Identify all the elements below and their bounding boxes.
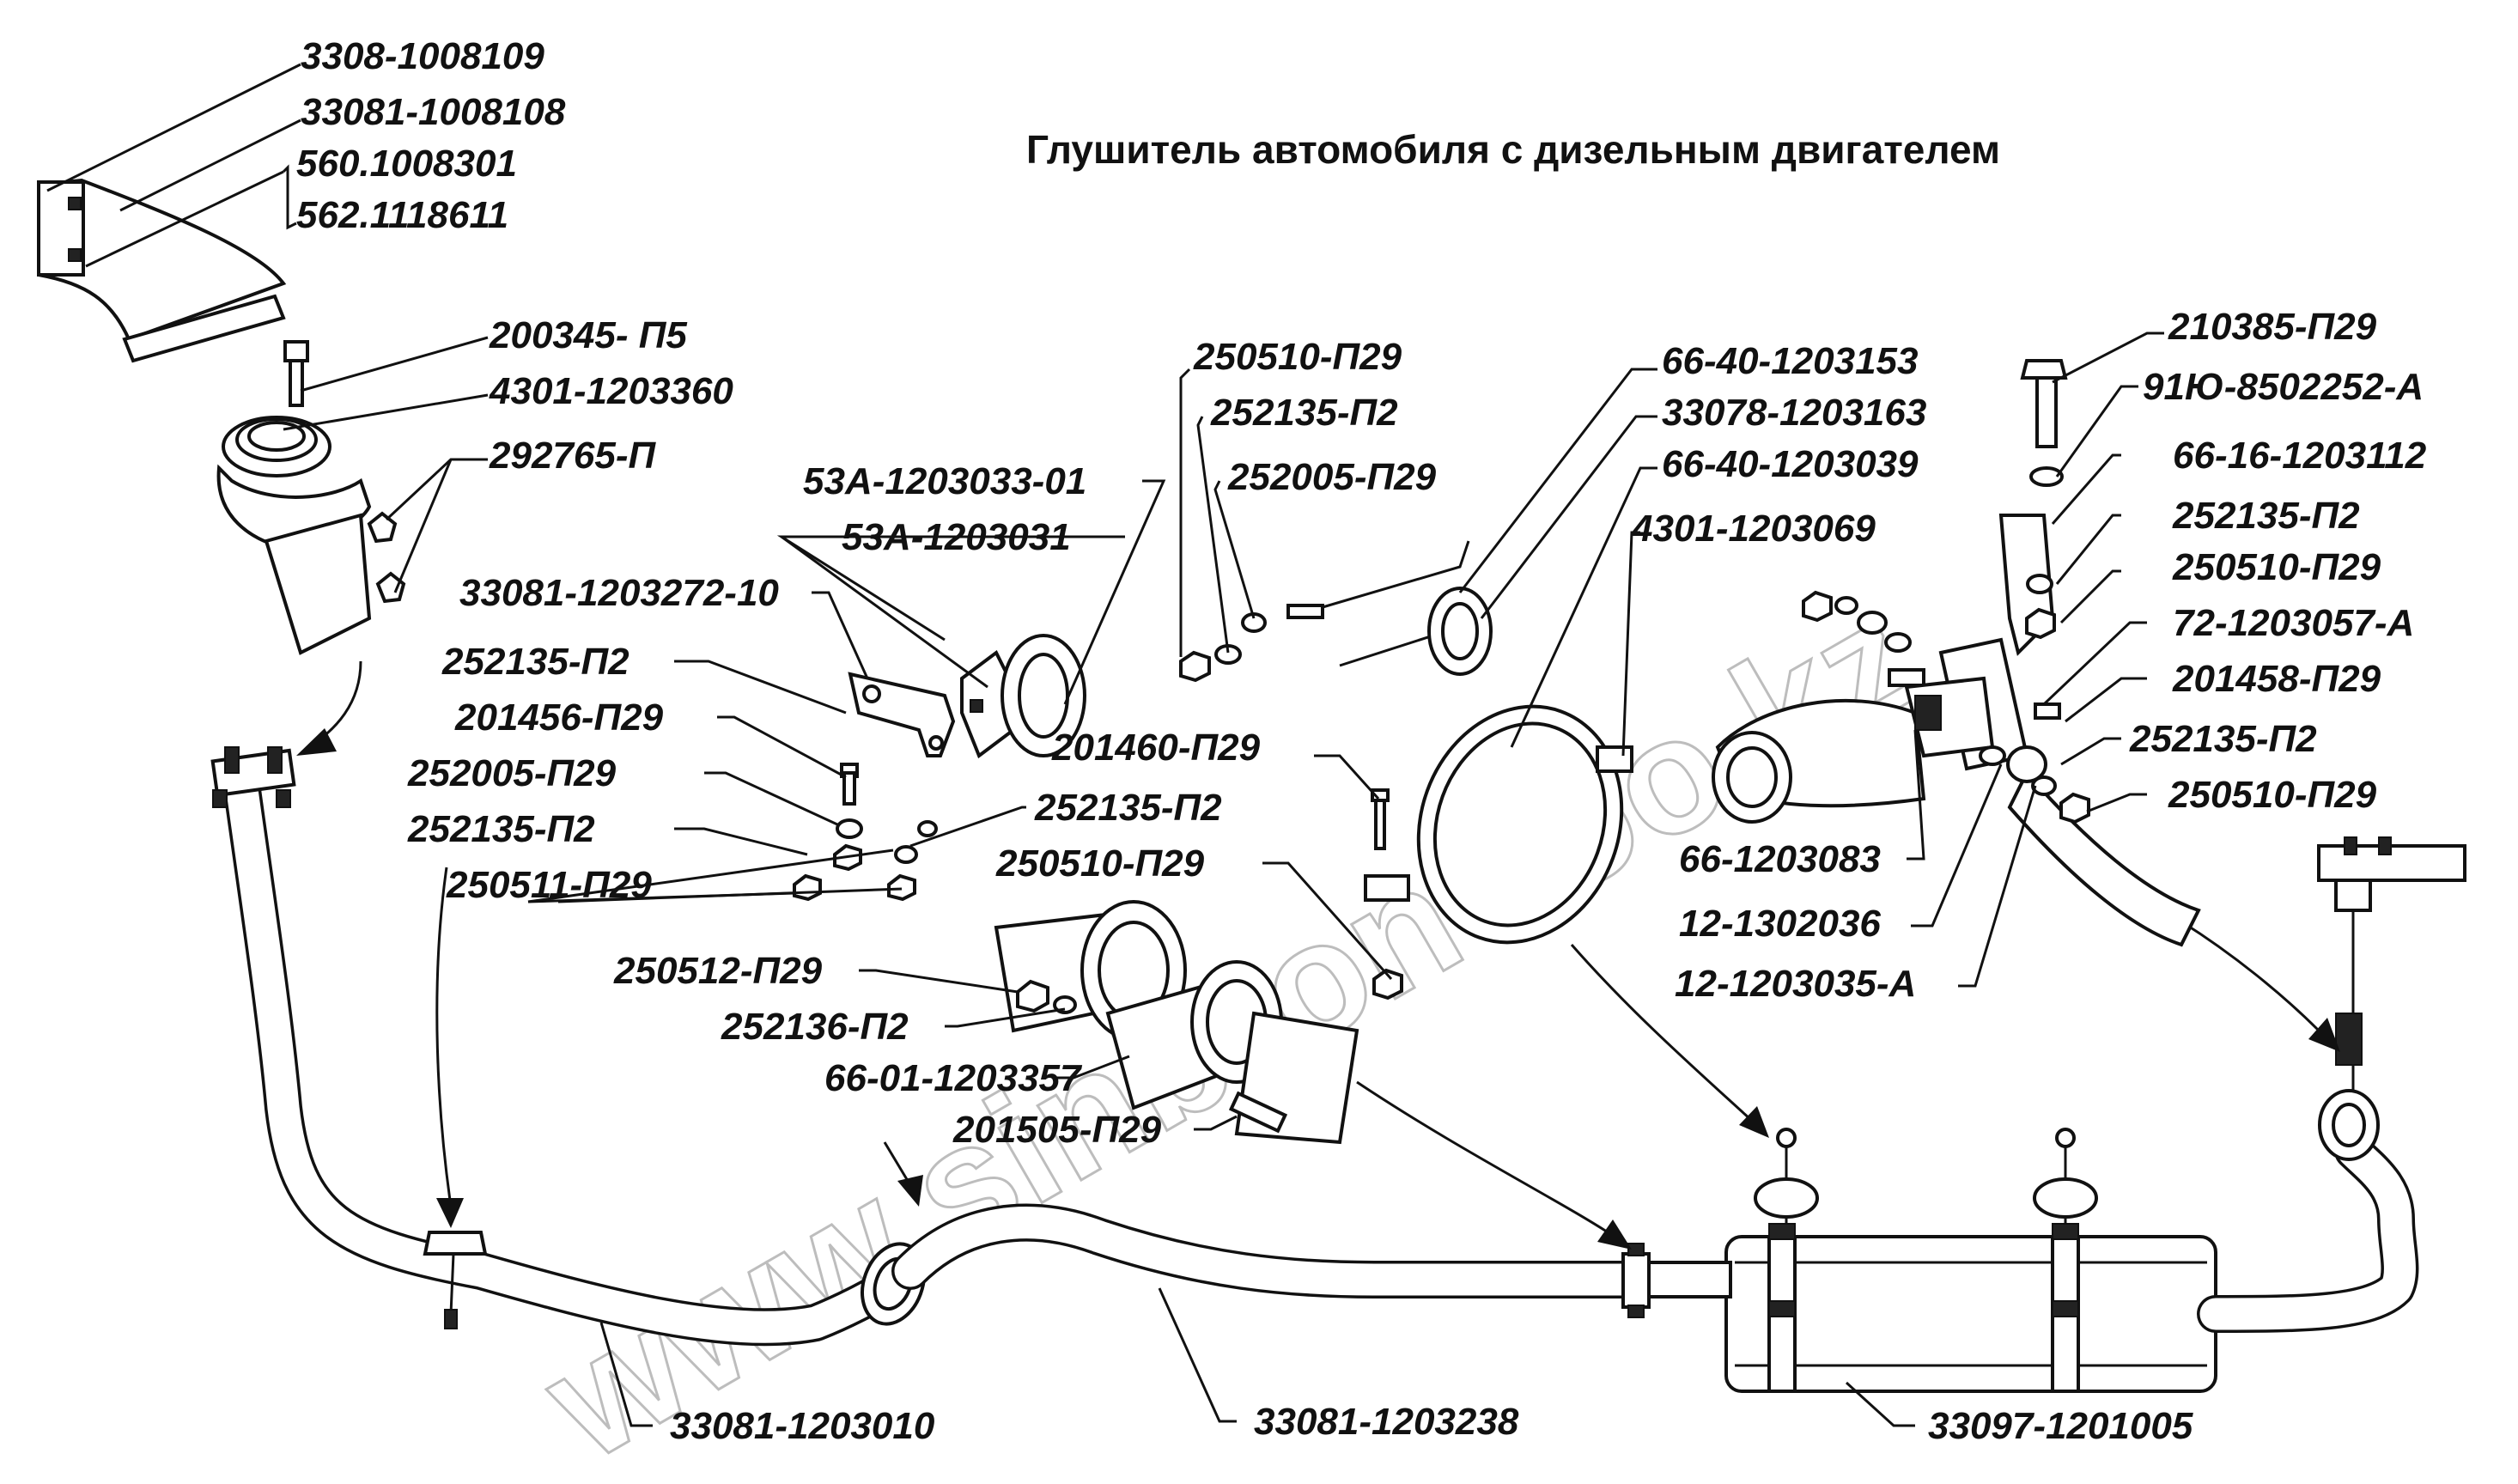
part-label: 33078-1203163 xyxy=(1662,392,1926,434)
part-label: 250512-П29 xyxy=(613,950,823,992)
part-label: 33081-1203010 xyxy=(670,1405,935,1447)
manifold-fragment xyxy=(37,178,287,363)
part-label: 33081-1203238 xyxy=(1254,1401,1519,1443)
hardware-stack-left xyxy=(793,763,938,902)
part-label: 201505-П29 xyxy=(952,1109,1162,1151)
part-label: 66-40-1203039 xyxy=(1662,443,1919,485)
part-label: 562.1118611 xyxy=(296,194,508,236)
part-label: 560.1008301 xyxy=(296,143,517,185)
part-label: 252135-П2 xyxy=(407,808,595,850)
part-label: 250510-П29 xyxy=(2168,774,2377,816)
muffler xyxy=(1647,836,2466,1393)
part-label: 4301-1203069 xyxy=(1631,508,1876,550)
part-label: 252135-П2 xyxy=(2172,495,2360,537)
part-labels: 3308-1008109 33081-1008108 560.1008301 5… xyxy=(296,35,2427,1447)
part-label: 3308-1008109 xyxy=(301,35,544,77)
part-label: 4301-1203360 xyxy=(489,370,733,412)
part-label: 66-01-1203357 xyxy=(824,1057,1083,1099)
diagram-title: Глушитель автомобиля с дизельным двигате… xyxy=(1026,127,2000,172)
part-label: 66-16-1203112 xyxy=(2173,435,2427,477)
rear-bracket-assembly xyxy=(1712,359,2201,947)
part-label: 252135-П2 xyxy=(1034,787,1222,829)
part-label: 201460-П29 xyxy=(1051,727,1261,769)
part-label: 33097-1201005 xyxy=(1928,1405,2193,1447)
part-label: 201458-П29 xyxy=(2172,658,2381,700)
part-label: 292765-П xyxy=(489,435,656,477)
intermediate-pipe xyxy=(891,1203,1651,1318)
part-label: 200345- П5 xyxy=(489,314,687,356)
part-label: 12-1203035-А xyxy=(1675,963,1916,1005)
bracket-53a xyxy=(848,634,1086,759)
flange-connection xyxy=(994,900,1359,1145)
part-label: 252135-П2 xyxy=(441,641,630,683)
exhaust-flange-assembly xyxy=(216,340,406,655)
part-label: 250510-П29 xyxy=(995,842,1205,885)
part-label: 252136-П2 xyxy=(721,1006,909,1048)
part-label: 252005-П29 xyxy=(1227,456,1437,498)
part-label: 53А-1203031 xyxy=(842,516,1071,558)
part-label: 210385-П29 xyxy=(2168,306,2377,348)
part-label: 252135-П2 xyxy=(2129,718,2317,760)
part-label: 250511-П29 xyxy=(446,864,652,906)
part-label: 91Ю-8502252-А xyxy=(2143,366,2424,408)
part-label: 66-40-1203153 xyxy=(1662,340,1918,382)
part-label: 250510-П29 xyxy=(2172,546,2381,588)
muffler-clamp xyxy=(1179,540,1633,1000)
leader-lines xyxy=(46,63,2164,1427)
part-label: 66-1203083 xyxy=(1679,838,1881,880)
part-label: 201456-П29 xyxy=(454,696,664,739)
part-label: 72-1203057-А xyxy=(2173,602,2414,644)
part-label: 53А-1203033-01 xyxy=(803,460,1086,502)
front-pipe xyxy=(210,746,926,1347)
part-label: 250510-П29 xyxy=(1193,336,1402,378)
part-label: 252135-П2 xyxy=(1210,392,1398,434)
part-label: 33081-1008108 xyxy=(301,91,566,133)
part-label: 33081-1203272-10 xyxy=(459,572,779,614)
part-label: 252005-П29 xyxy=(407,752,617,794)
part-label: 12-1302036 xyxy=(1679,903,1881,945)
